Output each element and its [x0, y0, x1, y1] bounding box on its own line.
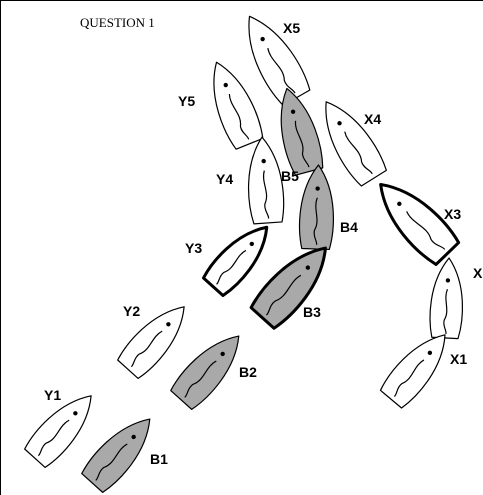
boat-b2: B2 — [170, 335, 257, 410]
boat-x3: X3 — [379, 182, 461, 266]
boat-x4-body — [325, 101, 387, 187]
boat-y3: Y3 — [185, 225, 269, 297]
boat-x1-label: X1 — [450, 351, 467, 367]
boat-b2-body — [170, 335, 240, 410]
boat-y2-body — [117, 306, 185, 380]
boat-x1-sail — [393, 359, 425, 397]
boat-x5: X5 — [248, 15, 311, 107]
boat-x4-label: X4 — [364, 111, 381, 127]
boat-b3: B3 — [249, 246, 327, 330]
boat-x2-body — [429, 257, 463, 340]
boat-x3-sail — [406, 211, 446, 250]
boat-y4-sail — [262, 170, 270, 219]
boat-x1-body — [379, 334, 446, 409]
boat-x4-sail — [344, 131, 373, 175]
boat-y1-mast — [73, 411, 78, 416]
boat-x2: X — [429, 257, 483, 340]
boat-b4-label: B4 — [340, 219, 358, 235]
boat-y4-mast — [261, 158, 266, 164]
boat-b4-body — [298, 164, 334, 251]
boat-x3-label: X3 — [444, 206, 461, 222]
boat-b2-sail — [184, 360, 217, 398]
boat-b3-body — [249, 246, 327, 330]
boat-y1-body — [24, 395, 92, 469]
boat-x4-mast — [337, 121, 342, 126]
boat-b1-body — [81, 418, 151, 493]
boat-b5: B5 — [280, 87, 324, 184]
boat-y4-body — [248, 136, 285, 225]
boat-y5: Y5 — [178, 61, 264, 150]
boat-y5-mast — [223, 82, 228, 88]
boat-y3-body — [201, 225, 269, 297]
boat-y3-label: Y3 — [185, 240, 202, 256]
boat-y3-mast — [249, 241, 254, 247]
boat-b3-label: B3 — [303, 304, 321, 320]
boat-y4: Y4 — [216, 136, 285, 225]
boat-b5-sail — [294, 120, 310, 168]
boat-x1-mast — [427, 350, 433, 356]
boat-y1-hull — [24, 395, 92, 469]
boat-y2-mast — [166, 322, 171, 327]
boat-b5-label: B5 — [281, 168, 299, 184]
boat-x2-sail — [443, 288, 449, 335]
boat-x3-mast — [397, 201, 402, 207]
boat-x2-label: X — [473, 265, 483, 281]
boat-y3-sail — [216, 249, 247, 285]
boat-x3-body — [379, 182, 461, 266]
boat-b3-mast — [305, 265, 311, 270]
boat-x5-mast — [260, 36, 265, 42]
boat-y4-label: Y4 — [216, 171, 233, 187]
boat-y2: Y2 — [117, 303, 185, 380]
boat-b4-sail — [313, 197, 318, 245]
boat-y4-hull — [248, 136, 285, 225]
boat-y5-sail — [228, 93, 250, 140]
boat-b4-mast — [315, 186, 320, 191]
boat-x5-sail — [267, 47, 296, 94]
boat-b1: B1 — [81, 418, 168, 493]
boat-y2-label: Y2 — [123, 303, 140, 319]
boat-x2-mast — [445, 278, 451, 283]
boat-b4: B4 — [298, 164, 358, 251]
boat-b4-hull — [298, 164, 334, 251]
boat-b1-sail — [95, 443, 128, 481]
boat-b2-mast — [220, 351, 225, 357]
boat-y5-hull — [213, 61, 264, 150]
boat-b1-mast — [131, 434, 136, 440]
boat-b5-mast — [290, 109, 296, 114]
boat-b2-label: B2 — [239, 364, 257, 380]
boat-b3-sail — [265, 274, 302, 316]
boat-x2-hull — [429, 257, 463, 340]
boat-y2-sail — [130, 330, 163, 368]
boat-x1: X1 — [379, 334, 467, 409]
boat-y5-body — [213, 61, 264, 150]
boat-y1-sail — [37, 419, 70, 457]
boat-x5-label: X5 — [283, 20, 300, 36]
boat-y1-label: Y1 — [44, 387, 61, 403]
boat-y5-label: Y5 — [178, 93, 195, 109]
boat-x4: X4 — [325, 101, 387, 187]
boat-b5-body — [280, 87, 324, 176]
question-title: QUESTION 1 — [80, 15, 155, 30]
boat-y1: Y1 — [24, 387, 92, 469]
boat-b1-label: B1 — [150, 451, 168, 467]
